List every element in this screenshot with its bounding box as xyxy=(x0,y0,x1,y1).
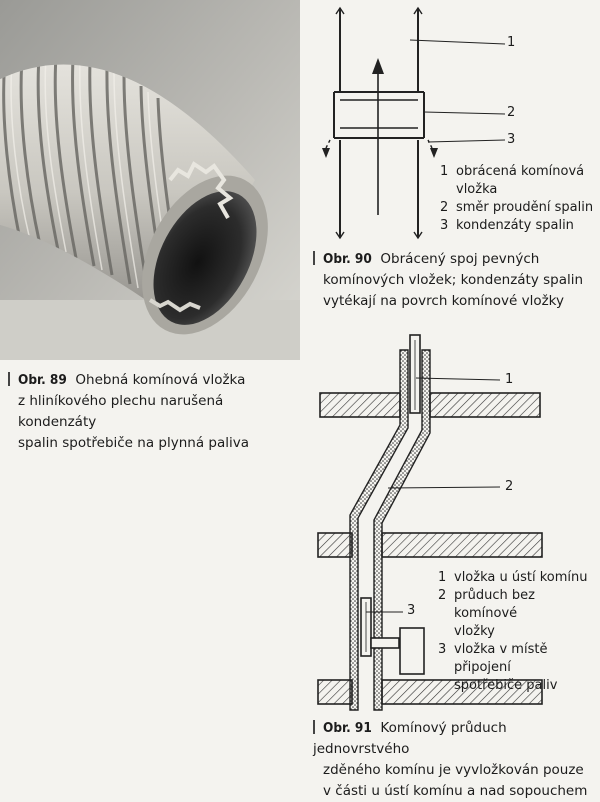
figure-90-callout-2: 2 xyxy=(507,105,516,120)
legend-text: vložka xyxy=(456,182,498,197)
figure-91-callout-1: 1 xyxy=(505,372,514,387)
figure-90-caption-line-3: vytékají na povrch komínové vložky xyxy=(323,293,564,309)
legend-number: 2 xyxy=(438,588,447,603)
figure-90-caption-line-2: komínových vložek; kondenzáty spalin xyxy=(323,272,584,288)
legend-text: směr proudění spalin xyxy=(456,200,594,215)
figure-91-label: Obr. 91 xyxy=(323,720,372,736)
legend-text: kondenzáty spalin xyxy=(456,218,574,233)
figure-91-legend-item: 1 vložka u ústí komínu xyxy=(438,569,598,587)
legend-text: spotřebiče paliv xyxy=(454,678,558,693)
figure-91-caption-line-3: v části u ústí komínu a nad sopouchem xyxy=(323,783,588,799)
legend-text: obrácená komínová xyxy=(456,164,585,179)
legend-number: 3 xyxy=(440,218,449,233)
figure-91-caption-line-2: zděného komínu je vyvložkován pouze xyxy=(323,762,584,778)
flexible-liner-photo xyxy=(0,0,300,360)
figure-90-callout-1: 1 xyxy=(507,35,516,50)
legend-text: vložka u ústí komínu xyxy=(454,570,588,585)
legend-number: 2 xyxy=(440,200,449,215)
figure-90-caption: Obr. 90 Obrácený spoj pevných komínových… xyxy=(313,249,598,312)
figure-90-callout-3: 3 xyxy=(507,132,516,147)
figure-91-diagram xyxy=(300,330,600,715)
figure-91-callout-3: 3 xyxy=(407,603,416,618)
figure-91-legend-item: 3 vložka v místě připojení spotřebiče pal… xyxy=(438,641,598,695)
figure-91-callout-2: 2 xyxy=(505,479,514,494)
figure-90-legend-item: 3 kondenzáty spalin xyxy=(440,217,598,235)
figure-90-caption-line-1: Obrácený spoj pevných xyxy=(380,251,540,267)
legend-text: vložky xyxy=(454,624,495,639)
legend-number: 1 xyxy=(438,570,447,585)
figure-90-legend-item: 1 obrácená komínová vložka xyxy=(440,163,598,199)
figure-89-caption-line-1: Ohebná komínová vložka xyxy=(75,372,246,388)
legend-text: vložka v místě připojení xyxy=(454,642,548,675)
figure-89-caption-line-2: z hliníkového plechu narušená kondenzáty xyxy=(18,393,224,430)
figure-89-caption: Obr. 89 Ohebná komínová vložka z hliníko… xyxy=(8,370,298,454)
figure-91-caption-line-1: Komínový průduch jednovrstvého xyxy=(313,720,507,757)
figure-90-diagram xyxy=(300,0,600,250)
figure-90-legend-item: 2 směr proudění spalin xyxy=(440,199,598,217)
legend-text: průduch bez komínové xyxy=(454,588,535,621)
figure-91-legend: 1 vložka u ústí komínu 2 průduch bez kom… xyxy=(438,569,598,695)
figure-90-label: Obr. 90 xyxy=(323,251,372,267)
figure-89-label: Obr. 89 xyxy=(18,372,67,388)
figure-90-legend: 1 obrácená komínová vložka 2 směr prouděn… xyxy=(440,163,598,235)
legend-number: 3 xyxy=(438,642,447,657)
figure-91-caption: Obr. 91 Komínový průduch jednovrstvého z… xyxy=(313,718,598,802)
figure-91-legend-item: 2 průduch bez komínové vložky xyxy=(438,587,598,641)
legend-number: 1 xyxy=(440,164,449,179)
figure-89-caption-line-3: spalin spotřebiče na plynná paliva xyxy=(18,435,249,451)
